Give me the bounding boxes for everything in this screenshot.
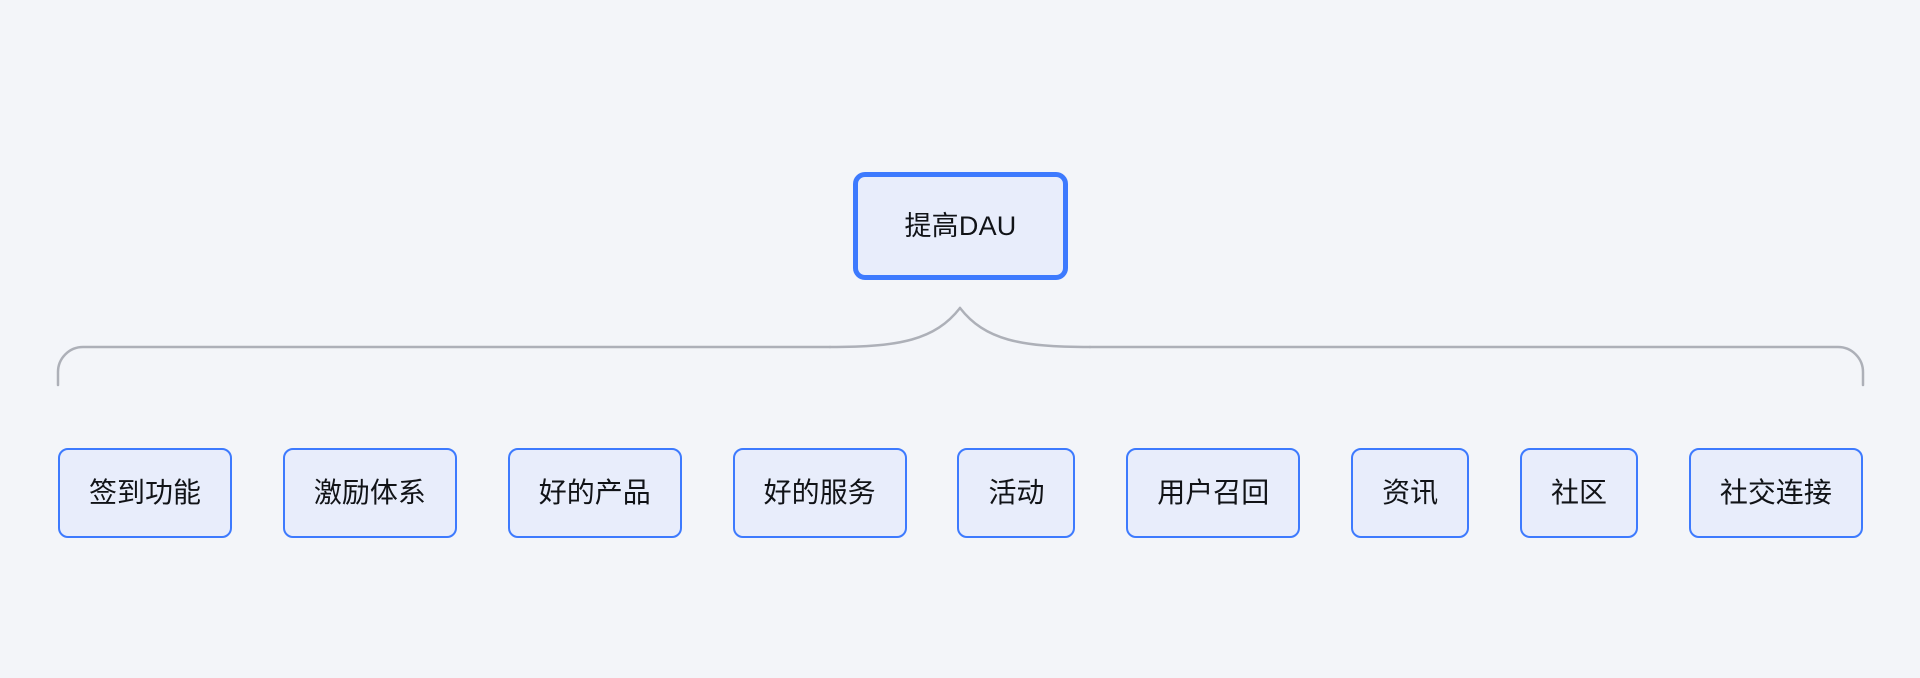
child-node-label: 好的服务 [763, 477, 876, 508]
child-node-label: 活动 [988, 477, 1045, 508]
child-node-label: 签到功能 [89, 477, 202, 508]
mindmap-root-node[interactable]: 提高DAU [853, 172, 1068, 280]
mindmap-children-row: 签到功能 激励体系 好的产品 好的服务 活动 用户召回 资讯 社区 社交连接 [58, 448, 1863, 538]
child-node-label: 好的产品 [538, 477, 651, 508]
mindmap-child-node[interactable]: 活动 [957, 448, 1076, 538]
connector-apex-left [828, 306, 962, 349]
mindmap-child-node[interactable]: 社区 [1520, 448, 1639, 538]
mindmap-child-node[interactable]: 好的服务 [732, 448, 907, 538]
mindmap-child-node[interactable]: 好的产品 [507, 448, 682, 538]
root-node-label: 提高DAU [904, 210, 1017, 241]
mindmap-child-node[interactable]: 签到功能 [58, 448, 233, 538]
mindmap-child-node[interactable]: 用户召回 [1126, 448, 1301, 538]
mindmap-child-node[interactable]: 激励体系 [282, 448, 457, 538]
child-node-label: 社交连接 [1719, 477, 1832, 508]
connector-bar-right [1088, 345, 1865, 387]
child-node-label: 激励体系 [313, 477, 426, 508]
mindmap-child-node[interactable]: 社交连接 [1688, 448, 1863, 538]
child-node-label: 社区 [1551, 477, 1608, 508]
mindmap-child-node[interactable]: 资讯 [1351, 448, 1470, 538]
child-node-label: 资讯 [1382, 477, 1439, 508]
connector-apex-right [958, 306, 1092, 349]
connector-bar-left [56, 345, 832, 387]
child-node-label: 用户召回 [1157, 477, 1270, 508]
